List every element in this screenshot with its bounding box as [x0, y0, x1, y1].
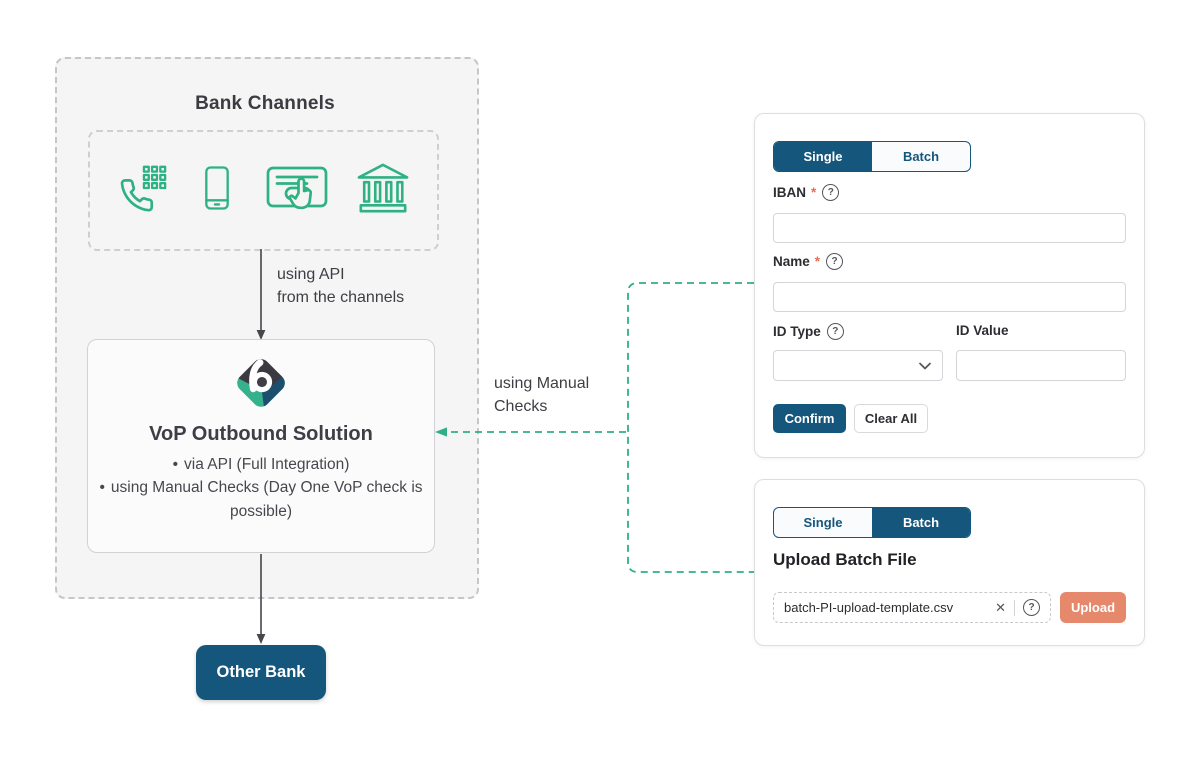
tab-batch[interactable]: Batch — [872, 508, 970, 537]
phone-keypad-icon — [115, 161, 169, 220]
vop-logo-icon — [233, 355, 289, 411]
iban-help-icon[interactable]: ? — [822, 184, 840, 201]
vop-bullet-2: •using Manual Checks (Day One VoP check … — [94, 476, 428, 523]
vop-bullet-list: •via API (Full Integration) •using Manua… — [94, 453, 428, 523]
manual-checks-label-line1: using Manual — [494, 375, 590, 392]
name-help-icon[interactable]: ? — [826, 253, 844, 270]
bullet-marker: • — [172, 456, 178, 473]
id-type-help-icon[interactable]: ? — [826, 323, 844, 340]
iban-input[interactable] — [773, 213, 1126, 243]
smartphone-icon — [194, 160, 240, 221]
channel-icons-box — [88, 130, 439, 251]
id-value-input[interactable] — [956, 350, 1126, 381]
vop-outbound-solution-box: VoP Outbound Solution •via API (Full Int… — [87, 339, 435, 553]
tab-batch[interactable]: Batch — [902, 149, 940, 164]
single-check-panel: Single Batch IBAN * ? Name * ? ID Type ?… — [754, 113, 1145, 458]
id-type-select[interactable] — [773, 350, 943, 381]
online-banking-icon — [265, 160, 329, 221]
confirm-button[interactable]: Confirm — [773, 404, 846, 433]
tab-single[interactable]: Single — [774, 142, 872, 171]
api-arrow-label-line2: from the channels — [277, 288, 405, 306]
id-type-label: ID Type — [773, 324, 821, 339]
batch-file-field[interactable]: batch-PI-upload-template.csv ✕ ? — [773, 592, 1051, 623]
bullet-marker: • — [99, 479, 105, 497]
file-help-icon[interactable]: ? — [1023, 599, 1040, 616]
other-bank-node: Other Bank — [196, 645, 326, 700]
mode-tab-group: Single Batch — [773, 141, 971, 172]
iban-label: IBAN — [773, 185, 806, 200]
chevron-down-icon — [919, 362, 931, 369]
name-label: Name — [773, 254, 810, 269]
vop-title: VoP Outbound Solution — [149, 423, 373, 445]
tab-single[interactable]: Single — [803, 515, 843, 530]
manual-checks-label-line2: Checks — [494, 397, 548, 415]
bank-channels-title: Bank Channels — [195, 93, 335, 114]
api-arrow-label: using API from the channels — [277, 264, 404, 309]
name-label-row: Name * ? — [773, 253, 844, 270]
batch-upload-panel: Single Batch Upload Batch File batch-PI-… — [754, 479, 1145, 646]
bank-building-icon — [354, 161, 412, 220]
mode-tab-group: Single Batch — [773, 507, 971, 538]
manual-checks-label: using Manual Checks — [494, 373, 589, 418]
api-arrow-label-line1: using API — [277, 266, 345, 283]
name-input[interactable] — [773, 282, 1126, 312]
upload-batch-file-heading: Upload Batch File — [773, 550, 917, 569]
id-type-label-row: ID Type ? — [773, 323, 844, 340]
required-marker: * — [811, 185, 817, 200]
batch-file-name: batch-PI-upload-template.csv — [784, 600, 954, 615]
id-value-label-row: ID Value — [956, 323, 1009, 338]
id-value-label: ID Value — [956, 323, 1009, 338]
field-divider — [1014, 599, 1015, 616]
required-marker: * — [814, 254, 821, 269]
iban-label-row: IBAN * ? — [773, 184, 840, 201]
clear-file-icon[interactable]: ✕ — [995, 600, 1006, 615]
clear-all-button[interactable]: Clear All — [854, 404, 928, 433]
upload-button[interactable]: Upload — [1060, 592, 1126, 623]
vop-bullet-1: •via API (Full Integration) — [94, 453, 428, 476]
